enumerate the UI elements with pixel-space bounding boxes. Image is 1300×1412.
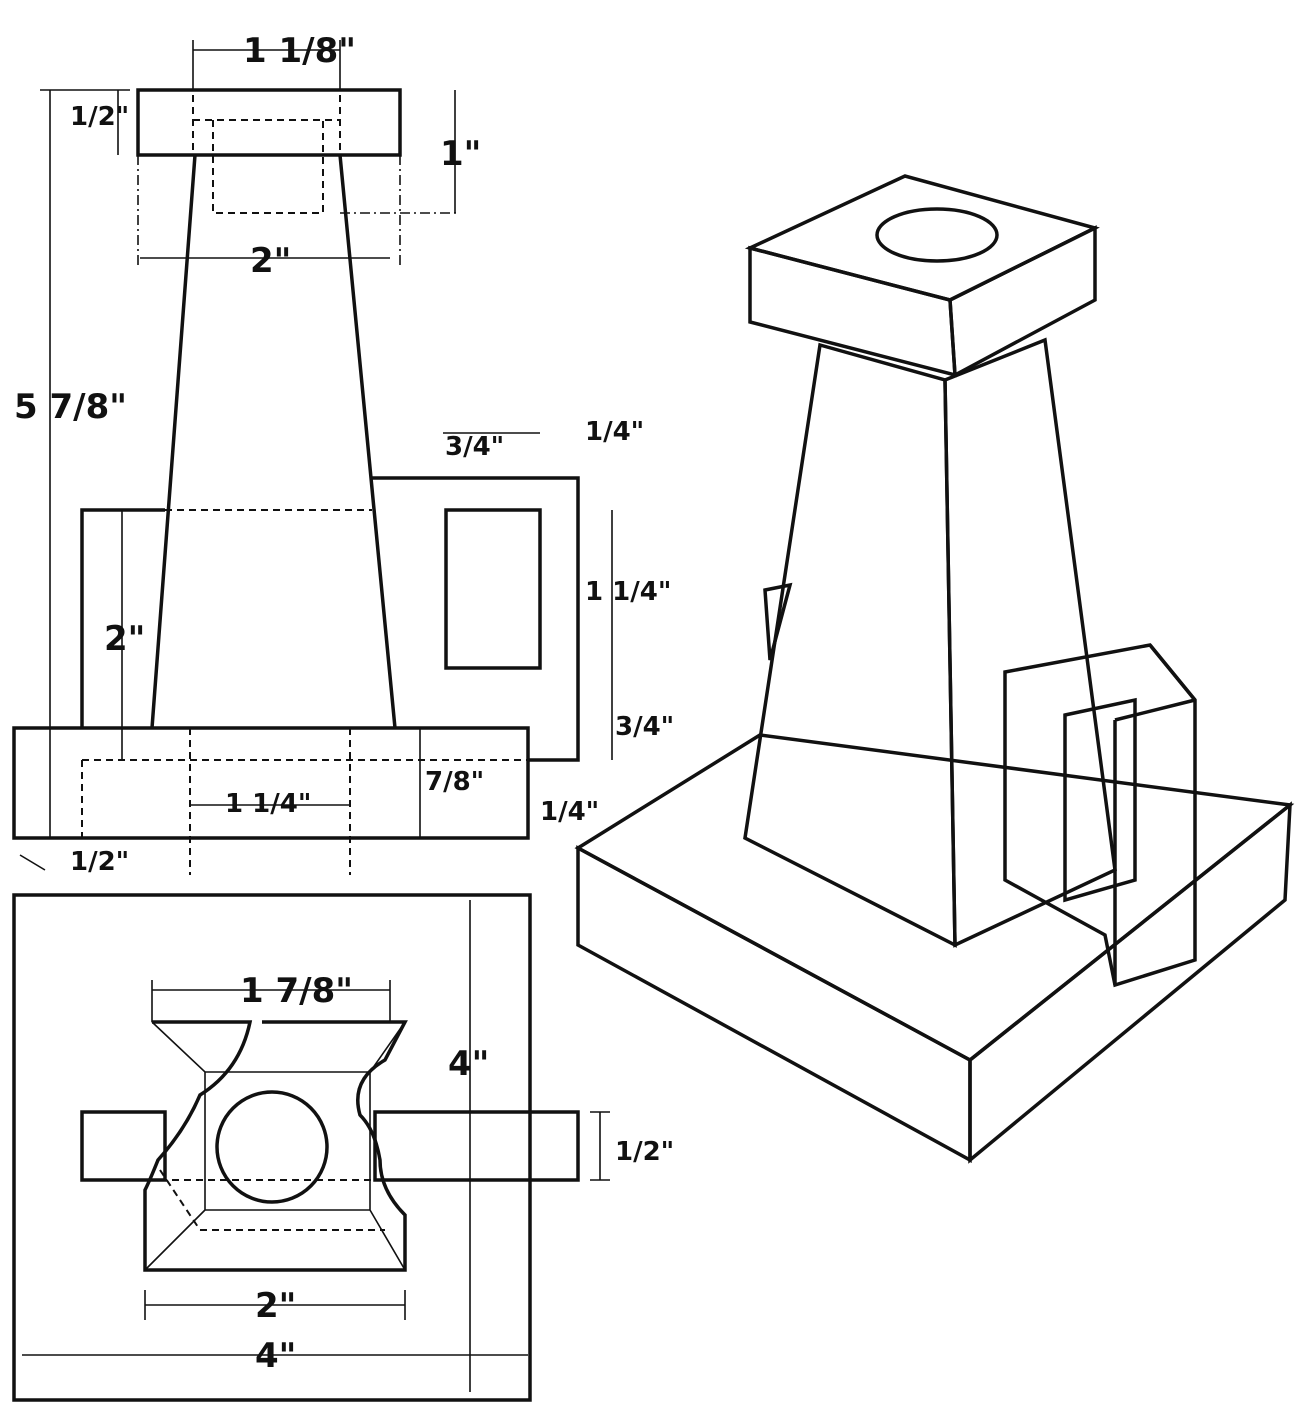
cap-right-face — [948, 225, 1097, 378]
dim-offset: 1/2" — [70, 847, 129, 877]
dim-base-step: 1/4" — [540, 797, 599, 827]
dim-top-margin: 1/4" — [585, 417, 644, 447]
base — [12, 726, 530, 840]
dim-pedestal-top: 1 7/8" — [240, 971, 353, 1011]
dim-side-height: 2" — [104, 619, 145, 659]
dim-overall-height: 5 7/8" — [14, 387, 127, 427]
dim-bar-width: 1/2" — [615, 1137, 674, 1167]
dim-bore-depth: 1" — [440, 134, 481, 174]
side-bracket — [80, 476, 580, 762]
dim-cap-thickness: 1/2" — [70, 102, 129, 132]
dim-body-top-width: 2" — [250, 241, 291, 281]
plan-view: 1 7/8" 4" 1/2" 2" 4" — [12, 893, 674, 1402]
dim-width: 4" — [255, 1336, 296, 1376]
base-outline — [12, 893, 532, 1402]
tapered-body — [150, 154, 397, 729]
dim-window-width: 3/4" — [445, 432, 504, 462]
bore-circle — [215, 1090, 329, 1204]
base-front-face — [576, 845, 972, 1163]
isometric-view — [574, 174, 1295, 1164]
base-right-face — [968, 801, 1292, 1164]
base-top-face — [574, 733, 1295, 1063]
bracket-window — [444, 508, 542, 670]
bracket — [1003, 643, 1197, 988]
pillar-right-face — [943, 337, 1117, 948]
dim-pedestal-bottom: 2" — [255, 1286, 296, 1326]
dim-base-recess: 1 1/4" — [225, 789, 311, 819]
dim-window-height: 1 1/4" — [585, 577, 671, 607]
dim-bottom-margin: 3/4" — [615, 712, 674, 742]
bracket-window — [1063, 697, 1137, 903]
pedestal-cutaway — [143, 1020, 408, 1272]
cap-front-face — [748, 245, 957, 378]
cap — [136, 88, 402, 157]
dim-base-thickness: 7/8" — [425, 767, 484, 797]
cap-hole — [875, 207, 999, 263]
cap-top-face — [744, 174, 1100, 302]
bracket-bars — [80, 1110, 580, 1182]
pillar-left-face — [743, 342, 957, 948]
dim-cap-width: 1 1/8" — [243, 31, 356, 71]
dim-depth: 4" — [448, 1044, 489, 1084]
bore-hidden — [192, 95, 341, 214]
front-elevation: 1 1/8" 1/2" 1" 2" 5 7/8" 3/4" 1/4" 1 1/4… — [12, 31, 674, 877]
